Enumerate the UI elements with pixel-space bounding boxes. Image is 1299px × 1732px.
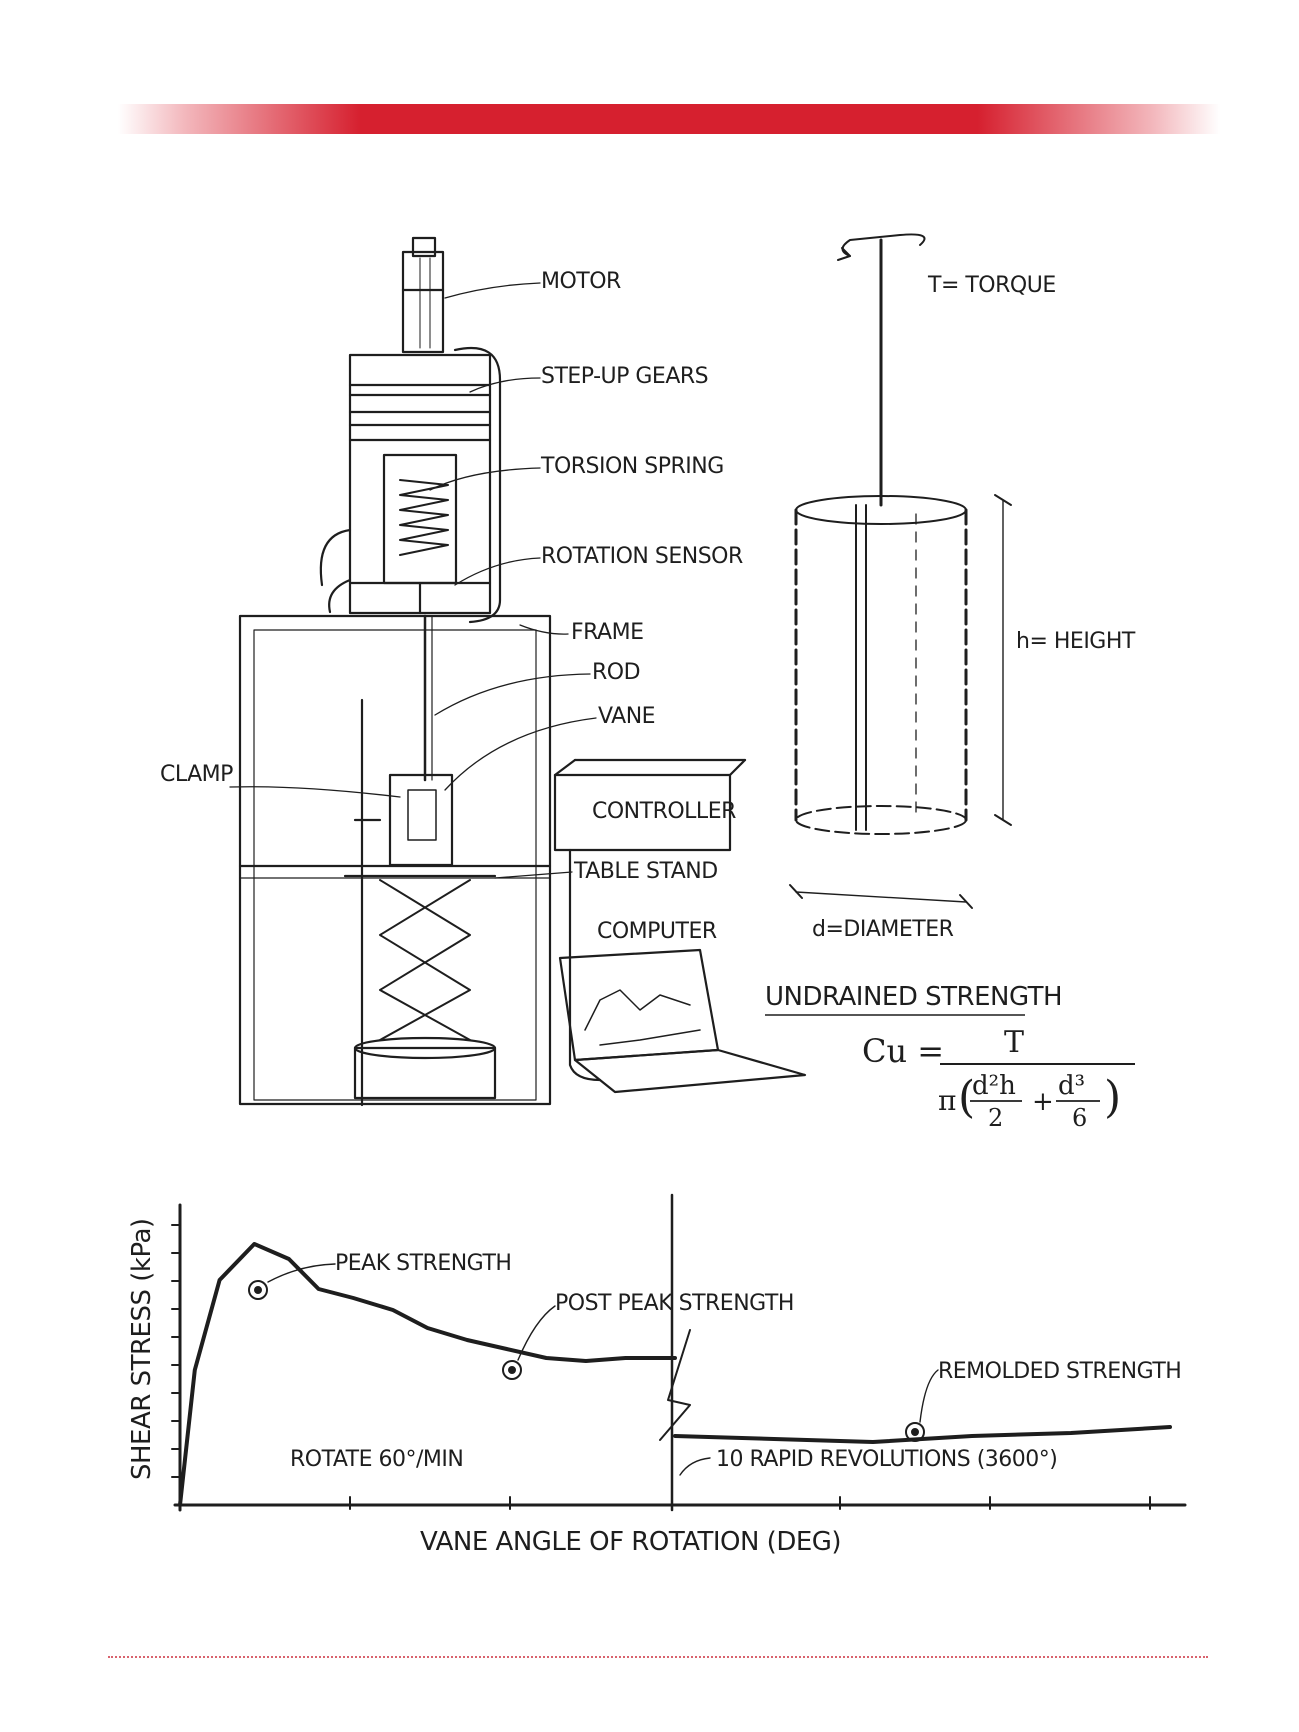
label-rod: ROD bbox=[592, 660, 640, 685]
label-frame: FRAME bbox=[571, 620, 643, 645]
chart-markers bbox=[248, 1280, 925, 1442]
label-step-up-gears: STEP-UP GEARS bbox=[541, 364, 708, 389]
y-axis-label: SHEAR STRESS (kPa) bbox=[127, 1218, 157, 1480]
sample-container bbox=[388, 773, 454, 867]
torque-arrow bbox=[841, 233, 926, 257]
label-controller: CONTROLLER bbox=[592, 799, 736, 824]
motor-cap bbox=[411, 236, 437, 258]
housing-shape bbox=[348, 353, 492, 615]
laptop-screen bbox=[558, 948, 720, 1062]
x-axis-label: VANE ANGLE OF ROTATION (DEG) bbox=[420, 1527, 841, 1557]
undrained-strength-formula: UNDRAINED STRENGTH Cu = T π ( d²h 2 + d³… bbox=[765, 982, 1135, 1132]
formula-term1-num: d²h bbox=[972, 1071, 1016, 1101]
label-motor: MOTOR bbox=[541, 269, 621, 294]
label-rotation-sensor: ROTATION SENSOR bbox=[541, 544, 743, 569]
axis-break bbox=[659, 1329, 691, 1441]
formula-title: UNDRAINED STRENGTH bbox=[765, 982, 1062, 1012]
motor-shape bbox=[401, 250, 445, 354]
spring-window bbox=[382, 453, 458, 585]
formula-term2-den: 6 bbox=[1072, 1104, 1087, 1132]
table-base bbox=[353, 1046, 497, 1100]
formula-term1-den: 2 bbox=[988, 1104, 1003, 1132]
formula-lparen: ( bbox=[958, 1072, 975, 1123]
annotation-rapid-revolutions: 10 RAPID REVOLUTIONS (3600°) bbox=[716, 1447, 1057, 1472]
label-table-stand: TABLE STAND bbox=[573, 859, 718, 884]
apparatus-labels: MOTOR STEP-UP GEARS TORSION SPRING ROTAT… bbox=[160, 269, 743, 944]
shear-stress-chart: PEAK STRENGTH POST PEAK STRENGTH REMOLDE… bbox=[127, 1193, 1187, 1557]
chart-annotation-leaders bbox=[267, 1263, 939, 1476]
annotation-peak-strength: PEAK STRENGTH bbox=[335, 1251, 511, 1276]
formula-pi: π bbox=[938, 1084, 956, 1117]
x-ticks bbox=[349, 1496, 1151, 1510]
laptop-keyboard bbox=[573, 1048, 807, 1094]
header-banner bbox=[118, 104, 1220, 134]
series-line-peak-phase bbox=[178, 1242, 677, 1507]
formula-lhs: Cu = bbox=[862, 1032, 944, 1070]
label-diameter: d=DIAMETER bbox=[812, 917, 954, 942]
annotation-rotate-rate: ROTATE 60°/MIN bbox=[290, 1447, 463, 1472]
y-ticks bbox=[171, 1224, 181, 1478]
controller-shape bbox=[553, 773, 732, 852]
annotation-post-peak-strength: POST PEAK STRENGTH bbox=[555, 1291, 794, 1316]
label-vane: VANE bbox=[598, 704, 655, 729]
label-computer: COMPUTER bbox=[597, 919, 717, 944]
marker-post-peak bbox=[502, 1360, 522, 1380]
marker-remolded bbox=[905, 1422, 925, 1442]
formula-numerator: T bbox=[1004, 1025, 1024, 1060]
vane-apparatus-drawing bbox=[238, 236, 807, 1107]
label-clamp: CLAMP bbox=[160, 762, 233, 787]
series-line-remolded-phase bbox=[673, 1425, 1172, 1444]
formula-plus: + bbox=[1032, 1087, 1054, 1117]
frame-shape bbox=[238, 614, 552, 1106]
marker-peak bbox=[248, 1280, 268, 1300]
vane-geometry-labels: T= TORQUE h= HEIGHT d=DIAMETER bbox=[812, 273, 1136, 942]
chart-annotations: PEAK STRENGTH POST PEAK STRENGTH REMOLDE… bbox=[290, 1251, 1182, 1472]
vane-geometry-drawing bbox=[789, 233, 1012, 909]
label-torque: T= TORQUE bbox=[927, 273, 1056, 298]
annotation-remolded-strength: REMOLDED STRENGTH bbox=[938, 1359, 1181, 1384]
label-height: h= HEIGHT bbox=[1016, 629, 1136, 654]
formula-term2-num: d³ bbox=[1058, 1071, 1085, 1101]
apparatus-leaders bbox=[229, 282, 597, 879]
label-torsion-spring: TORSION SPRING bbox=[540, 454, 724, 479]
formula-rparen: ) bbox=[1104, 1072, 1121, 1123]
footer-dotted-rule bbox=[108, 1656, 1208, 1658]
